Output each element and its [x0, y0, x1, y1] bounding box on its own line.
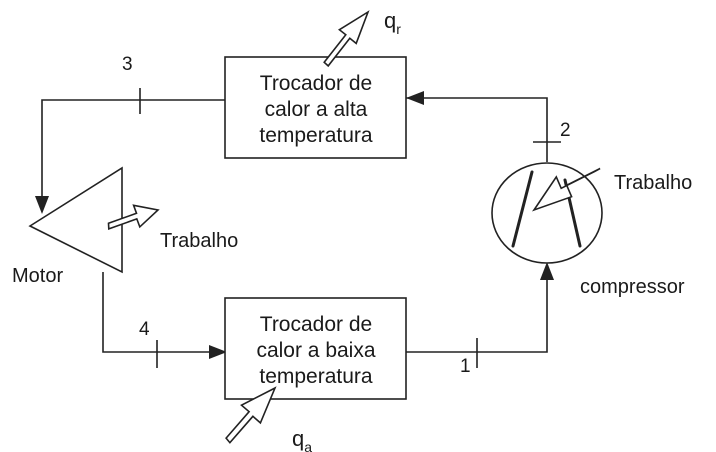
- flow-arrow-into-motor: [35, 196, 49, 214]
- state-label-2: 2: [560, 120, 571, 141]
- compressor-label: compressor: [580, 276, 685, 298]
- compressor-work-label: Trabalho: [614, 172, 692, 194]
- heat-absorbed-arrow-icon: [225, 386, 277, 444]
- motor-label: Motor: [12, 265, 63, 287]
- low-temp-exchanger-line3: temperatura: [259, 365, 373, 388]
- heat-rejected-arrow-icon: [323, 10, 370, 68]
- heat-rejected-label: qr: [384, 8, 401, 37]
- motor-work-arrow-icon: [107, 204, 160, 231]
- flow-arrow-into-evaporator: [209, 345, 227, 359]
- motor-work-label: Trabalho: [160, 230, 238, 252]
- compressor-blade-left-icon: [511, 170, 534, 248]
- compressor-body-icon: [491, 162, 603, 264]
- compressor-work-arrow-icon: [531, 167, 601, 212]
- state-label-4: 4: [139, 319, 150, 340]
- flow-line-condenser-to-motor: [41, 99, 225, 200]
- heat-absorbed-label: qa: [292, 426, 312, 452]
- high-temp-exchanger-line1: Trocador de: [260, 72, 372, 95]
- high-temp-exchanger-line2: calor a alta: [265, 98, 368, 121]
- flow-line-compressor-to-condenser: [406, 97, 548, 162]
- flow-line-motor-to-evaporator: [102, 272, 225, 353]
- low-temp-exchanger-line2: calor a baixa: [256, 339, 375, 362]
- low-temp-exchanger-line1: Trocador de: [260, 313, 372, 336]
- high-temp-heat-exchanger-box: [224, 56, 407, 159]
- state-label-1: 1: [460, 356, 471, 377]
- motor-turbine-icon: [28, 166, 123, 274]
- flow-arrow-into-condenser: [406, 91, 424, 105]
- flow-arrow-into-compressor: [540, 262, 554, 280]
- low-temp-heat-exchanger-box: [224, 297, 407, 400]
- high-temp-exchanger-line3: temperatura: [259, 124, 373, 147]
- state-label-3: 3: [122, 54, 133, 75]
- flow-line-evaporator-to-compressor: [406, 268, 548, 353]
